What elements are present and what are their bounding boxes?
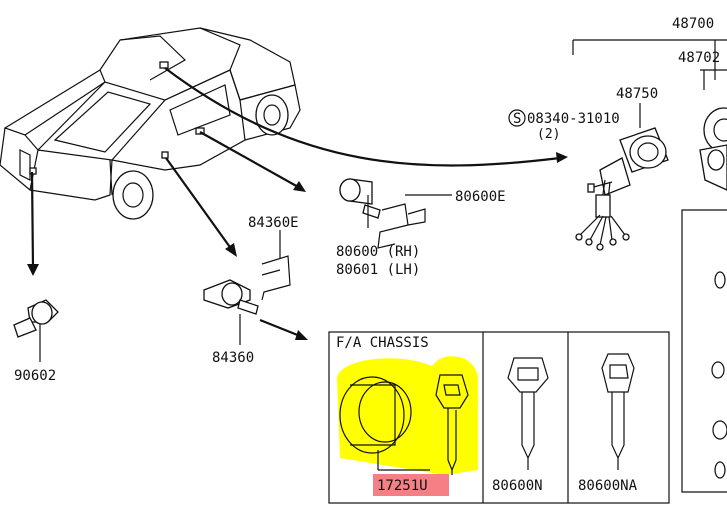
label-84360E: 84360E — [248, 215, 299, 231]
label-80600E: 80600E — [455, 189, 506, 205]
label-bolt-qty: (2) — [537, 127, 560, 142]
pointer-arrows — [27, 67, 568, 340]
label-17251U: 17251U — [377, 478, 428, 494]
key-icon — [507, 357, 549, 470]
lock-cylinder-set-icon — [339, 374, 469, 475]
rear-lock-icon — [13, 299, 59, 362]
chassis-title: F/A CHASSIS — [336, 335, 429, 351]
label-90602: 90602 — [14, 368, 56, 384]
label-80600-rh: 80600 (RH) — [336, 244, 420, 260]
bolt-symbol: S — [513, 111, 521, 127]
label-48702: 48702 — [678, 50, 720, 66]
label-80600N: 80600N — [492, 478, 543, 494]
pickup-truck-icon — [0, 27, 301, 220]
ignition-switch-icon — [572, 39, 727, 493]
chassis-box — [328, 331, 670, 504]
key-icon-2 — [601, 353, 635, 470]
label-84360: 84360 — [212, 350, 254, 366]
bolt-symbol-circle — [508, 109, 526, 127]
tailgate-lock-icon — [203, 230, 291, 345]
label-48700: 48700 — [672, 16, 714, 32]
label-80601-lh: 80601 (LH) — [336, 262, 420, 278]
highlight-region — [337, 356, 478, 475]
label-48750: 48750 — [616, 86, 658, 102]
highlight-label-box — [373, 474, 449, 496]
door-lock-cylinder-icon — [339, 178, 452, 249]
label-80600NA: 80600NA — [578, 478, 638, 494]
label-bolt-code: 08340-31010 — [527, 111, 620, 127]
